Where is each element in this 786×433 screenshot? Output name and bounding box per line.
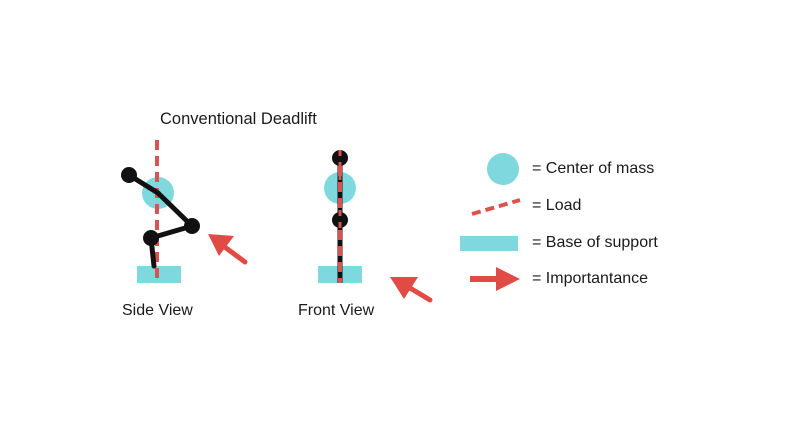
side-view-figure xyxy=(121,140,248,283)
legend-center-of-mass-swatch xyxy=(487,153,519,185)
front-head-joint xyxy=(332,150,348,166)
front-knee-joint xyxy=(332,212,348,228)
legend-base-of-support-swatch xyxy=(460,236,518,251)
legend xyxy=(460,153,521,291)
front-importance-arrow xyxy=(390,277,433,303)
legend-load-label: = Load xyxy=(532,197,582,214)
side-importance-arrow xyxy=(208,234,248,265)
legend-center-of-mass-label: = Center of mass xyxy=(532,160,655,177)
side-view-label: Side View xyxy=(122,302,193,319)
legend-base-of-support-label: = Base of support xyxy=(532,234,658,251)
diagram-title: Conventional Deadlift xyxy=(160,110,317,128)
legend-load-swatch xyxy=(471,198,521,216)
legend-importance-swatch xyxy=(470,267,520,291)
front-view-label: Front View xyxy=(298,302,375,319)
side-ankle-joint xyxy=(143,230,159,246)
legend-importance-label: = Importantance xyxy=(532,270,649,287)
front-view-figure xyxy=(318,150,433,303)
side-head-joint xyxy=(121,167,137,183)
side-knee-joint xyxy=(184,218,200,234)
